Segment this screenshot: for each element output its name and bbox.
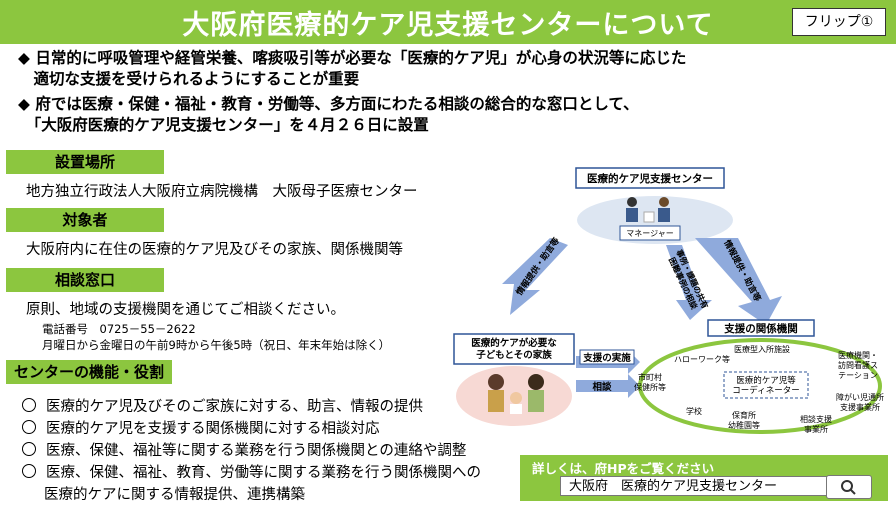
role-item-4-cont: 医療的ケアに関する情報提供、連携構築 xyxy=(44,487,305,503)
role-item-4: 医療、保健、福祉、教育、労働等に関する業務を行う関係機関への xyxy=(22,462,481,484)
search-input[interactable]: 大阪府 医療的ケア児支援センター xyxy=(560,476,856,496)
page-title: 大阪府医療的ケア児支援センターについて xyxy=(182,10,714,41)
homepage-label: 詳しくは、府HPをご覧ください xyxy=(532,461,715,476)
circle-bullet-icon xyxy=(22,398,36,412)
node-municipality: 市町村保健所等 xyxy=(634,372,666,392)
support-diagram: 医療的ケア児支援センター マネージャー 情報提供・助言等 事例・課題の共有困難事… xyxy=(453,167,884,434)
search-button[interactable] xyxy=(826,475,872,499)
arrow-mid xyxy=(666,245,712,320)
flip-label: フリップ① xyxy=(792,8,886,36)
agencies-ring xyxy=(638,338,882,434)
search-icon xyxy=(841,480,856,495)
center-title-box xyxy=(575,167,725,189)
bullet-line-2: 適切な支援を受けられるようにすることが重要 xyxy=(18,70,360,88)
agencies-title: 支援の関係機関 xyxy=(723,322,798,335)
family-box xyxy=(453,333,575,365)
agencies-box xyxy=(707,319,815,337)
node-medical-facility: 医療型入所施設 xyxy=(734,344,790,354)
node-consultation: 相談支援事業所 xyxy=(800,414,832,434)
contact-phone: 電話番号 0725－55－2622 xyxy=(42,322,196,336)
bullet-line-4: 「大阪府医療的ケア児支援センター」を４月２６日に設置 xyxy=(18,116,429,134)
consult-arrow xyxy=(576,374,640,398)
circle-bullet-icon xyxy=(22,464,36,478)
location-heading: 設置場所 xyxy=(6,150,164,174)
roles-heading: センターの機能・役割 xyxy=(6,360,172,384)
role-item-2: 医療的ケア児を支援する関係機関に対する相談対応 xyxy=(22,418,380,440)
node-nursery: 保育所幼稚園等 xyxy=(728,410,760,430)
contact-hours: 月曜日から金曜日の午前9時から午後5時（祝日、年末年始は除く） xyxy=(42,338,391,352)
center-cloud xyxy=(577,196,733,244)
manager-label: マネージャー xyxy=(626,229,673,238)
target-text: 大阪府内に在住の医療的ケア児及びその家族、関係機関等 xyxy=(26,242,403,258)
role-item-3: 医療、保健、福祉等に関する業務を行う関係機関との連絡や調整 xyxy=(22,440,466,462)
contact-text: 原則、地域の支援機関を通じてご相談ください。 xyxy=(26,302,345,318)
manager-box xyxy=(619,225,681,241)
role-item-1: 医療的ケア児及びそのご家族に対する、助言、情報の提供 xyxy=(22,396,423,418)
title-bar xyxy=(0,0,896,44)
location-text: 地方独立行政法人大阪府立病院機構 大阪母子医療センター xyxy=(26,184,418,200)
consult-label: 相談 xyxy=(592,381,612,393)
node-medical-institution: 医療機関・訪問看護ステーション xyxy=(838,350,878,380)
support-label: 支援の実施 xyxy=(582,352,631,364)
family-icon xyxy=(488,374,544,414)
target-heading: 対象者 xyxy=(6,208,164,232)
contact-heading: 相談窓口 xyxy=(6,268,164,292)
arrow-right xyxy=(695,238,782,325)
bullet-line-3: ◆ 府では医療・保健・福祉・教育・労働等、多方面にわたる相談の総合的な窓口として… xyxy=(18,95,639,113)
node-school: 学校 xyxy=(686,406,702,416)
circle-bullet-icon xyxy=(22,420,36,434)
support-label-box xyxy=(579,349,635,365)
node-hellowork: ハローワーク等 xyxy=(674,354,730,364)
family-title: 医療的ケアが必要な子どもとその家族 xyxy=(471,337,557,361)
coordinator-box xyxy=(723,371,809,399)
bullet-line-1: ◆ 日常的に呼吸管理や経管栄養、喀痰吸引等が必要な「医療的ケア児」が心身の状況等… xyxy=(18,49,687,67)
coordinator-label: 医療的ケア児等コーディネーター xyxy=(732,375,799,396)
staff-icon xyxy=(626,197,670,223)
circle-bullet-icon xyxy=(22,442,36,456)
arrow-left xyxy=(502,238,568,315)
center-title: 医療的ケア児支援センター xyxy=(587,172,713,185)
node-disability-support: 障がい児通所支援事業所 xyxy=(836,392,884,412)
